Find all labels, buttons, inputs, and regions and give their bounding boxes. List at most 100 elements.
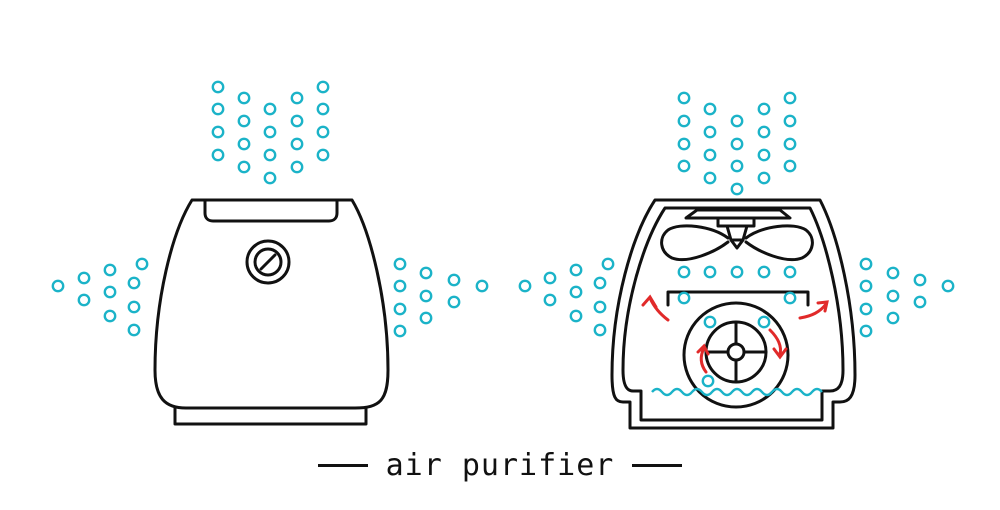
air-particle <box>263 102 277 116</box>
air-particle <box>703 148 717 162</box>
air-particle <box>886 289 900 303</box>
air-particle <box>316 102 330 116</box>
exterior-view <box>51 80 489 426</box>
air-particle <box>730 159 744 173</box>
control-knob <box>245 239 291 285</box>
air-particle <box>211 80 225 94</box>
air-particle <box>677 114 691 128</box>
caption: air purifier <box>0 440 1000 490</box>
air-particle <box>730 114 744 128</box>
air-particle <box>859 302 873 316</box>
air-particle <box>730 137 744 151</box>
caption-text: air purifier <box>385 447 615 483</box>
air-particle <box>703 102 717 116</box>
air-particle <box>543 271 557 285</box>
air-particle <box>543 293 557 307</box>
air-particle <box>237 160 251 174</box>
air-particle <box>475 279 489 293</box>
air-particle <box>886 266 900 280</box>
top-air-particles-left <box>211 80 330 185</box>
air-particle <box>419 311 433 325</box>
left-side-air-particles-right <box>518 257 615 337</box>
right-side-air-particles-right <box>859 257 955 338</box>
air-particle <box>730 182 744 196</box>
air-particle <box>783 114 797 128</box>
air-particle <box>593 276 607 290</box>
air-particle <box>290 137 304 151</box>
right-side-air-particles-left <box>393 257 489 338</box>
air-particle <box>51 279 65 293</box>
air-particle <box>593 323 607 337</box>
air-particle <box>103 285 117 299</box>
air-particle <box>859 279 873 293</box>
air-particle <box>211 125 225 139</box>
air-particle <box>757 315 771 329</box>
air-particle <box>211 102 225 116</box>
air-particle <box>677 265 691 279</box>
air-particle <box>393 257 407 271</box>
air-particle <box>103 263 117 277</box>
air-particle <box>783 291 797 305</box>
air-particle <box>419 266 433 280</box>
cutaway-outer-housing <box>610 198 857 430</box>
air-particle <box>677 159 691 173</box>
caption-dash-left <box>317 463 368 467</box>
air-particle <box>127 323 141 337</box>
air-particle <box>913 295 927 309</box>
air-particle <box>859 324 873 338</box>
air-particle <box>859 257 873 271</box>
air-particle <box>77 271 91 285</box>
fan-mount <box>684 208 792 250</box>
air-particle <box>447 295 461 309</box>
air-particle <box>127 300 141 314</box>
air-particle <box>701 374 715 388</box>
left-side-air-particles-left <box>51 257 149 337</box>
air-particle <box>677 137 691 151</box>
air-particle <box>290 114 304 128</box>
air-particle <box>886 311 900 325</box>
air-particle <box>569 285 583 299</box>
caption-dash-right <box>632 463 683 467</box>
air-particle <box>757 265 771 279</box>
cutaway-view <box>518 91 955 430</box>
air-particle <box>703 125 717 139</box>
air-particle <box>783 91 797 105</box>
air-particle <box>703 171 717 185</box>
air-particle <box>263 125 277 139</box>
purifier-housing <box>153 198 390 410</box>
air-particle <box>211 148 225 162</box>
air-particle <box>393 324 407 338</box>
air-particle <box>783 137 797 151</box>
air-particle <box>601 257 615 271</box>
air-particle <box>593 300 607 314</box>
air-particle <box>569 263 583 277</box>
air-particle <box>447 273 461 287</box>
air-particle <box>757 148 771 162</box>
purifier-base <box>173 406 368 426</box>
water-reservoir <box>651 387 823 397</box>
air-particle <box>703 265 717 279</box>
air-particle <box>569 309 583 323</box>
top-handle <box>203 198 339 223</box>
air-particle <box>263 171 277 185</box>
air-particle <box>677 291 691 305</box>
air-particle <box>703 315 717 329</box>
air-particle <box>393 302 407 316</box>
air-particle <box>730 265 744 279</box>
air-particle <box>393 279 407 293</box>
cutaway-inner-wall <box>621 206 845 422</box>
internal-air-particles <box>677 265 797 388</box>
filter-bracket <box>666 290 810 307</box>
airflow-arrows <box>641 294 829 374</box>
air-particle <box>290 91 304 105</box>
air-particle <box>103 309 117 323</box>
air-particle <box>757 102 771 116</box>
air-particle <box>941 279 955 293</box>
air-particle <box>757 171 771 185</box>
air-particle <box>316 80 330 94</box>
air-particle <box>316 148 330 162</box>
air-particle <box>518 279 532 293</box>
air-particle <box>419 289 433 303</box>
fan-blades <box>660 224 814 261</box>
